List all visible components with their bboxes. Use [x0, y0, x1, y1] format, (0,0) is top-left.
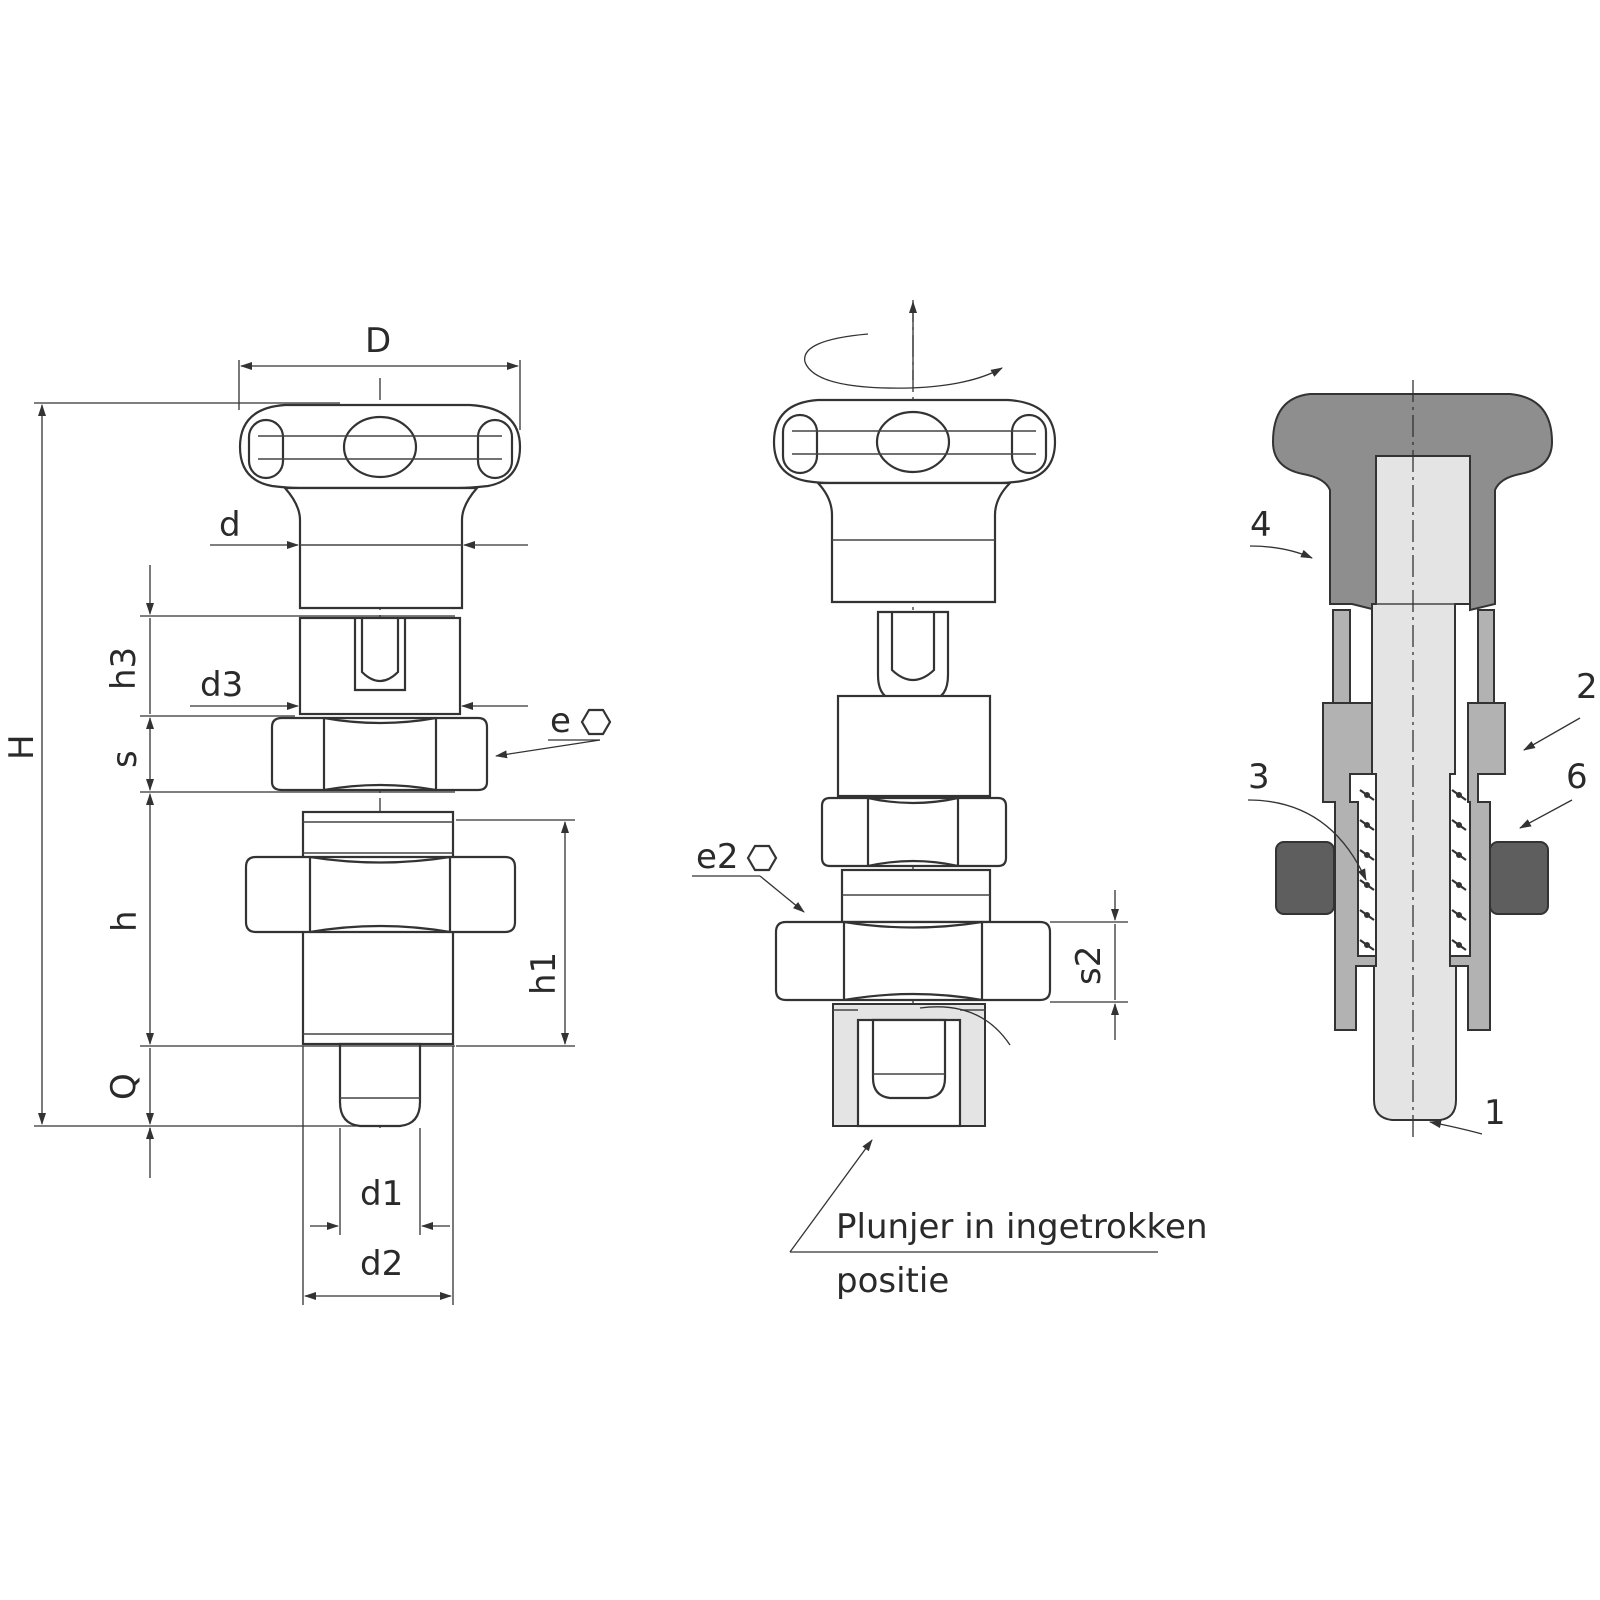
label-part-1: 1: [1484, 1093, 1506, 1133]
label-d2: d2: [360, 1244, 403, 1284]
left-view: D d h3 d3 e s H h h1 Q d1 d2: [2, 321, 612, 1305]
leaders-right: [1247, 545, 1581, 1135]
lock-nut-section-left: [1275, 841, 1335, 915]
label-s2: s2: [1069, 946, 1109, 985]
label-h1: h1: [524, 952, 564, 995]
lock-nut-section-right: [1489, 841, 1549, 915]
knob-middle: [772, 398, 1057, 604]
spring: [1359, 789, 1467, 951]
lower-lock-nut: [244, 855, 517, 934]
lock-nut-middle: [774, 920, 1052, 1002]
knob: [238, 403, 522, 610]
retracted-pin: [876, 610, 950, 702]
sleeve-middle: [836, 694, 992, 798]
label-part-6: 6: [1566, 757, 1588, 797]
caption-line-1: Plunjer in ingetrokken: [836, 1207, 1208, 1247]
right-view: 4 2 3 6 1: [1247, 380, 1598, 1140]
hexagon-icon: [580, 708, 612, 736]
label-part-4: 4: [1250, 505, 1272, 545]
plunger-tip: [338, 1042, 422, 1128]
label-part-2: 2: [1576, 667, 1598, 707]
upper-hex-nut-middle: [820, 796, 1008, 868]
label-s: s: [105, 750, 145, 768]
label-h3: h3: [104, 647, 144, 690]
rotation-arrow-icon: [804, 333, 1003, 389]
label-d1: d1: [360, 1174, 403, 1214]
bottom-section-middle: [832, 1003, 986, 1128]
dimensions-middle: [692, 875, 1158, 1253]
dimensions-left: [34, 360, 601, 1305]
upper-hex-nut: [270, 716, 489, 792]
middle-view: e2 s2 Plunjer in ingetrokken positie: [692, 300, 1208, 1301]
caption-line-2: positie: [836, 1261, 949, 1301]
label-e: e: [550, 701, 571, 741]
housing-section: [1332, 609, 1351, 704]
plunger-pin-section: [1371, 455, 1471, 1121]
sleeve: [298, 616, 462, 716]
label-e2: e2: [696, 837, 739, 877]
hexagon-icon-e2: [746, 844, 778, 872]
threaded-neck-middle: [840, 868, 992, 924]
label-D: D: [365, 321, 391, 361]
label-Q: Q: [104, 1073, 144, 1100]
label-H: H: [2, 734, 42, 760]
label-d: d: [219, 505, 241, 545]
label-h: h: [105, 910, 145, 932]
label-d3: d3: [200, 665, 243, 705]
label-part-3: 3: [1248, 757, 1270, 797]
